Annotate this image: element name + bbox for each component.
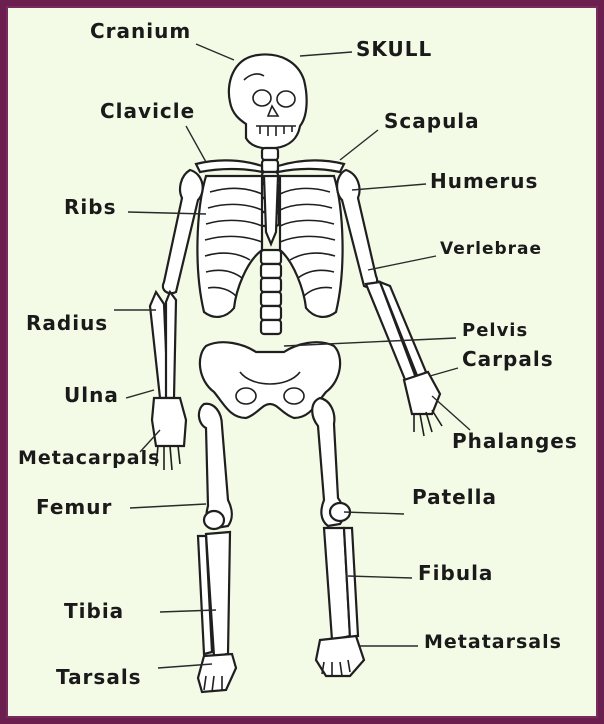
label-tarsals: Tarsals: [56, 665, 142, 689]
label-cranium: Cranium: [90, 19, 191, 43]
humerus-line: [352, 184, 426, 190]
scapula-line: [340, 130, 378, 160]
label-pelvis: Pelvis: [462, 320, 528, 341]
ulna-line: [126, 390, 154, 398]
left-arm-drawing: [150, 170, 203, 470]
right-leg-drawing: [312, 398, 364, 676]
label-metatarsals: Metatarsals: [424, 631, 562, 653]
left-clavicle-drawing: [196, 160, 262, 172]
label-tibia: Tibia: [64, 599, 124, 623]
label-clavicle: Clavicle: [100, 99, 195, 123]
label-ulna: Ulna: [64, 383, 119, 407]
label-scapula: Scapula: [384, 109, 480, 133]
skull-line: [300, 52, 352, 56]
right-arm-drawing: [337, 170, 442, 436]
phalanges-line: [432, 396, 470, 430]
label-radius: Radius: [26, 311, 108, 335]
label-skull: SKULL: [356, 37, 432, 61]
label-metacarpals: Metacarpals: [18, 447, 160, 469]
label-patella: Patella: [412, 485, 497, 509]
label-ribs: Ribs: [64, 195, 116, 219]
carpals-line: [430, 368, 458, 376]
fibula-line: [348, 576, 412, 578]
label-carpals: Carpals: [462, 347, 554, 371]
label-vertebrae: Verlebrae: [440, 239, 542, 259]
label-femur: Femur: [36, 495, 112, 519]
left-leg-drawing: [198, 404, 236, 692]
label-fibula: Fibula: [418, 561, 493, 585]
cranium-line: [196, 44, 234, 60]
clavicle-line: [186, 126, 206, 162]
skull-drawing: [229, 54, 307, 148]
skeleton-drawing: [150, 54, 442, 692]
label-phalanges: Phalanges: [452, 429, 578, 453]
label-humerus: Humerus: [430, 169, 538, 193]
patella-line: [344, 512, 404, 514]
right-clavicle-drawing: [278, 160, 344, 172]
femur-line: [130, 504, 206, 508]
vertebrae-line: [368, 256, 436, 270]
